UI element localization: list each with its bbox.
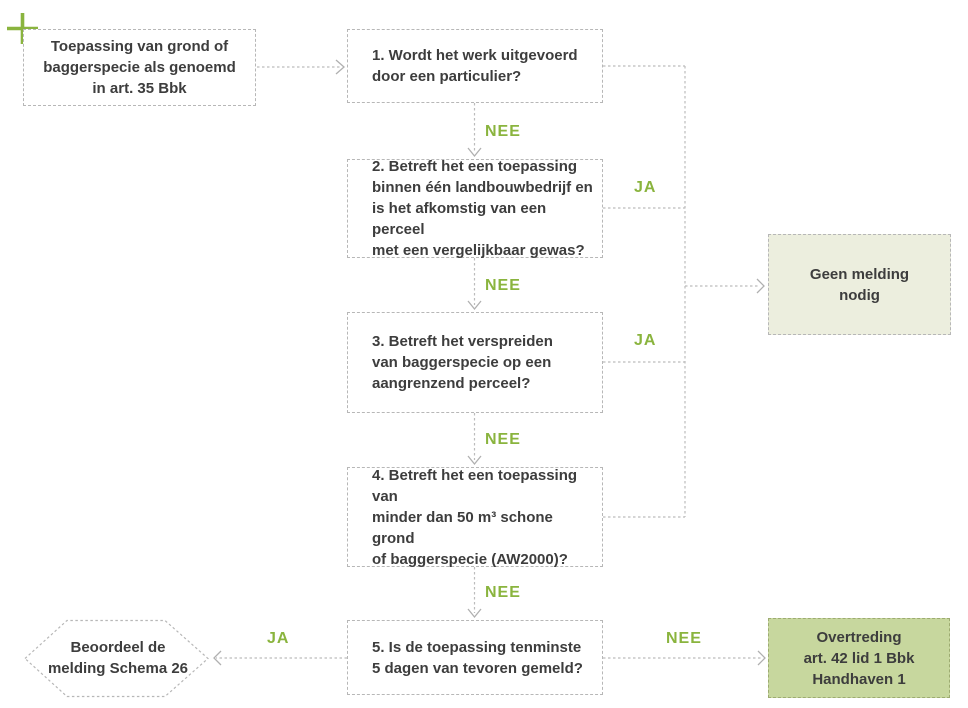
edge-label-nee-q4: NEE	[485, 584, 521, 601]
node-question-4: 4. Betreft het een toepassing van minder…	[347, 467, 603, 568]
edge-label-nee-q3: NEE	[485, 431, 521, 448]
node-question-1: 1. Wordt het werk uitgevoerd door een pa…	[347, 29, 603, 103]
arrowhead-into-assess	[213, 650, 222, 666]
arrowhead-into-q5	[467, 608, 482, 619]
node-outcome-assess: Beoordeel de melding Schema 26	[47, 639, 189, 677]
edge-label-nee-q1: NEE	[485, 123, 521, 140]
arrowhead-into-no-notification	[756, 278, 765, 294]
node-question-5: 5. Is de toepassing tenminste 5 dagen va…	[347, 620, 603, 695]
node-outcome-no-notification: Geen melding nodig	[768, 234, 951, 335]
edge-label-nee-q2: NEE	[485, 277, 521, 294]
edge-label-ja-q3: JA	[634, 332, 657, 349]
node-question-3: 3. Betreft het verspreiden van baggerspe…	[347, 312, 603, 413]
arrowhead-into-q2	[467, 147, 482, 158]
plus-icon	[7, 13, 38, 44]
node-outcome-violation: Overtreding art. 42 lid 1 Bbk Handhaven …	[768, 618, 950, 698]
assess-hexagon-shape	[24, 619, 209, 698]
arrowhead-into-q1	[335, 59, 345, 75]
node-start: Toepassing van grond of baggerspecie als…	[23, 29, 256, 106]
edge-label-nee-q5: NEE	[666, 630, 702, 647]
edge-label-ja-q5: JA	[267, 630, 290, 647]
node-question-2: 2. Betreft het een toepassing binnen één…	[347, 158, 603, 259]
edge-label-ja-q2: JA	[634, 179, 657, 196]
arrowhead-into-violation	[757, 650, 766, 666]
arrowhead-into-q4	[467, 455, 482, 466]
arrowhead-into-q3	[467, 300, 482, 311]
